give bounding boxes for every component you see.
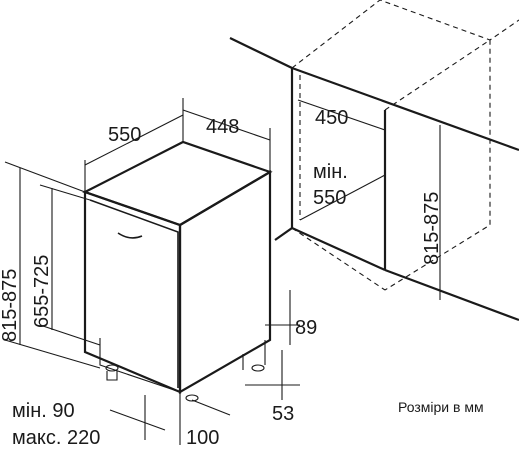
niche-width-dim-line [297,99,386,131]
foot [251,364,265,372]
plinth [99,338,181,393]
dishwasher-front [83,190,182,394]
bottom-dimensions: 89 53 мін. 90 макс. 220 100 [12,290,317,449]
door-edge [89,199,179,388]
niche-outline: 450 мін. 550 815-875 [229,0,519,322]
foot [185,394,199,402]
door-handle [117,232,143,239]
dishwasher-body [82,140,273,405]
niche-min-depth-label: 550 [313,187,346,209]
width-label: 448 [206,116,239,138]
units-note: Розміри в мм [398,399,484,415]
height-label: 815-875 [0,269,21,342]
niche-depth-dim-line [299,174,386,221]
top-dimensions: 550 448 [84,98,271,192]
niche-min-label: мін. [313,161,348,183]
depth-dim-line [84,114,184,166]
height-dimensions: 815-875 655-725 [0,161,101,369]
niche-width-label: 450 [315,107,348,129]
gap-100-label: 100 [186,427,219,449]
dishwasher-top [82,140,273,227]
niche-height-label: 815-875 [421,192,443,265]
countertop-edge [229,37,294,241]
plinth-89-label: 89 [295,317,317,339]
plinth-53-label: 53 [272,403,294,425]
width-dim-line [182,109,271,141]
dishwasher-side [178,170,272,394]
foot [105,364,119,372]
max-220-label: макс. 220 [12,427,100,449]
inner-height-label: 655-725 [31,255,53,328]
min-90-label: мін. 90 [12,400,75,422]
depth-label: 550 [108,124,141,146]
